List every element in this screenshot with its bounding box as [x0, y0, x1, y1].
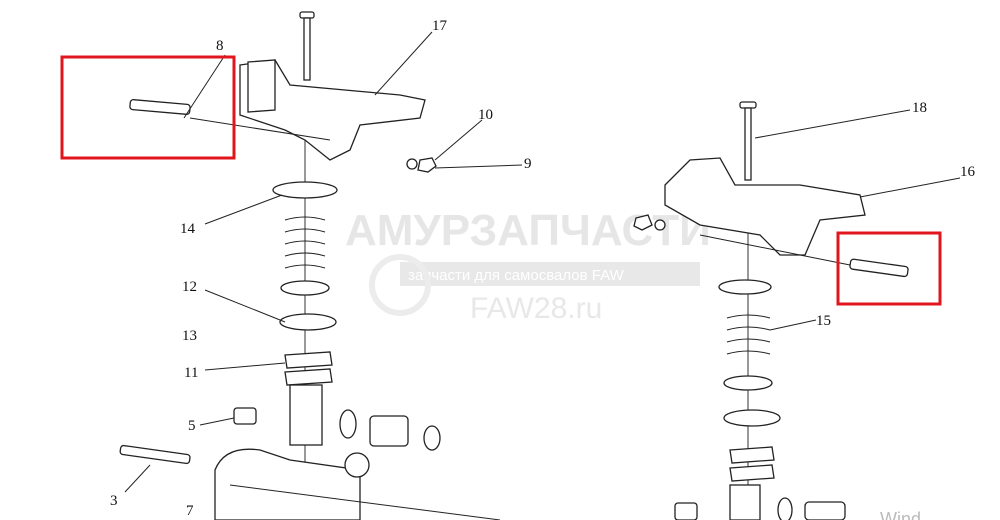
callout-10: 10 [478, 107, 493, 123]
watermark-site: FAW28.ru [470, 292, 602, 325]
callout-8: 8 [216, 38, 224, 54]
watermark-tagline: запчасти для самосвалов FAW [408, 267, 625, 284]
callout-13: 13 [182, 328, 197, 344]
watermark: АМУРЗАПЧАСТИ запчасти для самосвалов FAW… [345, 206, 711, 325]
callout-11: 11 [184, 365, 198, 381]
callout-3: 3 [110, 493, 118, 509]
os-activation-watermark: Wind [880, 509, 921, 520]
highlight-box-bolt-right [836, 231, 942, 306]
gear-logo-icon [369, 254, 431, 316]
left-assembly [119, 11, 501, 520]
callout-17: 17 [432, 18, 448, 34]
leader-lines [124, 31, 961, 493]
callout-12: 12 [182, 279, 197, 295]
right-assembly [633, 101, 909, 520]
callout-15: 15 [816, 313, 831, 329]
callout-18: 18 [912, 100, 927, 116]
callouts: 8 17 10 9 14 12 13 11 5 3 7 18 16 15 [110, 18, 976, 519]
watermark-brand: АМУРЗАПЧАСТИ [345, 206, 711, 255]
callout-16: 16 [960, 164, 976, 180]
callout-14: 14 [180, 221, 196, 237]
highlight-box-bolt-8 [60, 55, 236, 160]
callout-5: 5 [188, 418, 196, 434]
callout-7: 7 [186, 503, 194, 519]
callout-9: 9 [524, 156, 532, 172]
